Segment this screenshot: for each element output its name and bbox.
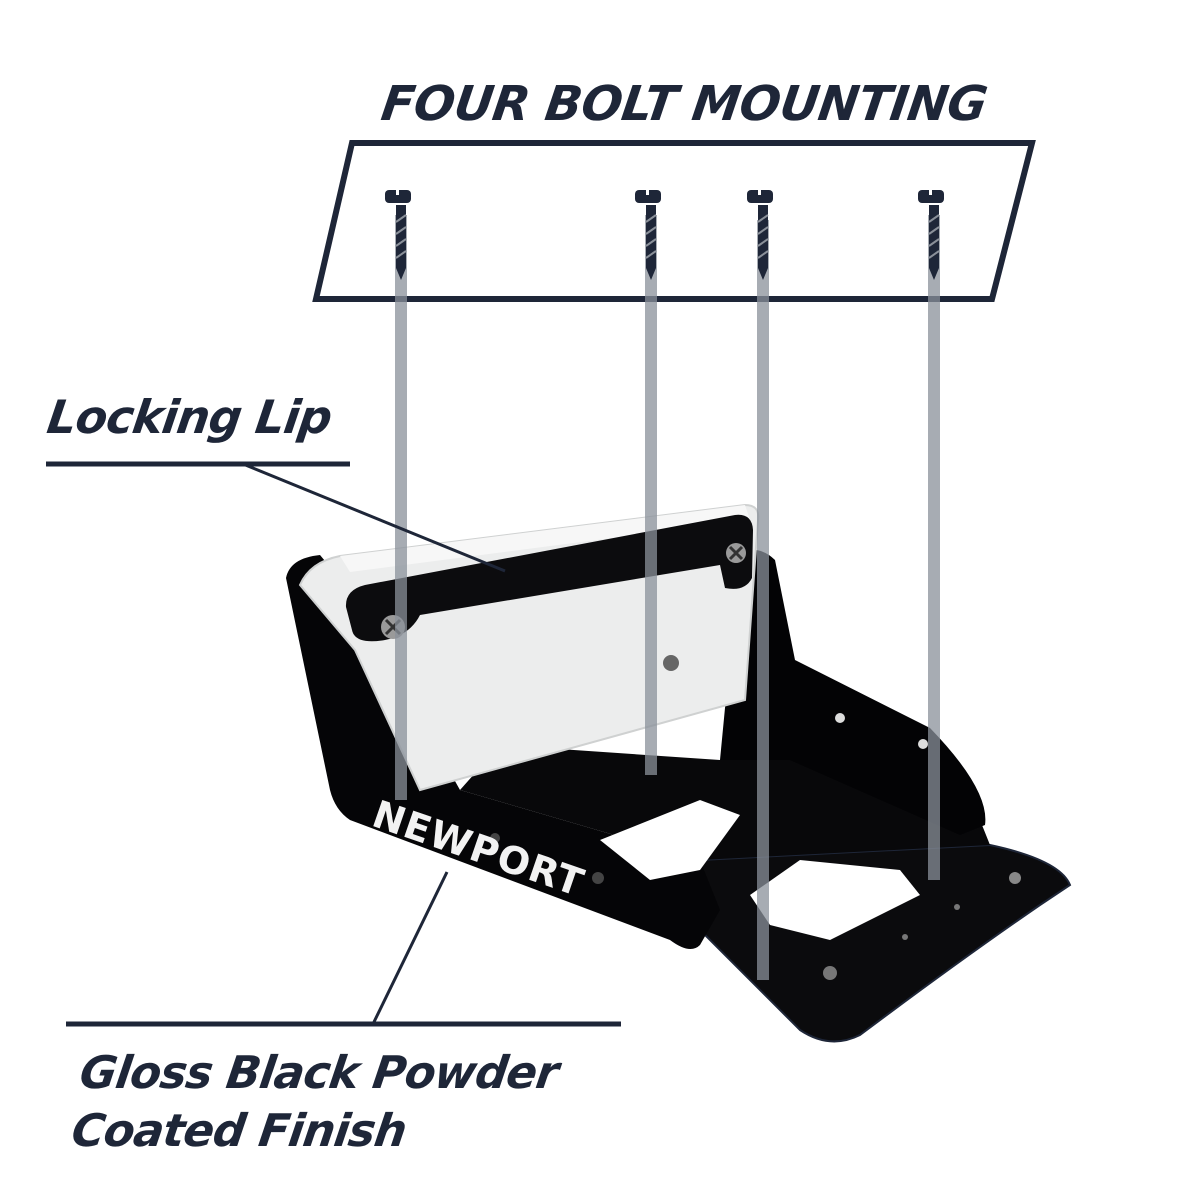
callout-locking-lip — [46, 461, 506, 573]
mount-hole — [918, 739, 928, 749]
bracket-right-wall — [720, 549, 986, 835]
plate-screw — [663, 655, 679, 671]
finish-line-2: Coated Finish — [68, 1104, 410, 1157]
finish-line-1: Gloss Black Powder — [76, 1046, 562, 1099]
bracket-cutout-2 — [750, 860, 920, 940]
bolt-3 — [747, 190, 773, 280]
bolt-2 — [635, 190, 661, 280]
callout-label-locking-lip: Locking Lip — [44, 390, 335, 444]
mount-hole — [1009, 872, 1021, 884]
bracket-cutout-1 — [600, 800, 740, 880]
callout-label-finish: Gloss Black Powder Coated Finish — [68, 1044, 562, 1160]
mount-hole — [823, 966, 837, 980]
bolt-4 — [918, 190, 944, 280]
guide-line-1 — [395, 215, 407, 800]
mount-hole — [490, 833, 500, 843]
mount-hole — [592, 872, 604, 884]
guide-line-3 — [757, 220, 769, 980]
bolt-guides — [395, 215, 940, 980]
guide-line-2 — [645, 215, 657, 775]
guide-line-4 — [928, 215, 940, 880]
mount-hole — [902, 934, 908, 940]
callout-finish — [66, 871, 621, 1027]
diagram-title: FOUR BOLT MOUNTING — [378, 76, 991, 132]
bolt-1 — [385, 190, 411, 280]
mounting-surface-outline — [312, 140, 1036, 302]
mount-hole — [835, 713, 845, 723]
bracket — [286, 549, 1072, 1043]
lip-screw — [726, 543, 746, 563]
bracket-left-wall — [286, 555, 720, 949]
mount-hole — [954, 904, 960, 910]
